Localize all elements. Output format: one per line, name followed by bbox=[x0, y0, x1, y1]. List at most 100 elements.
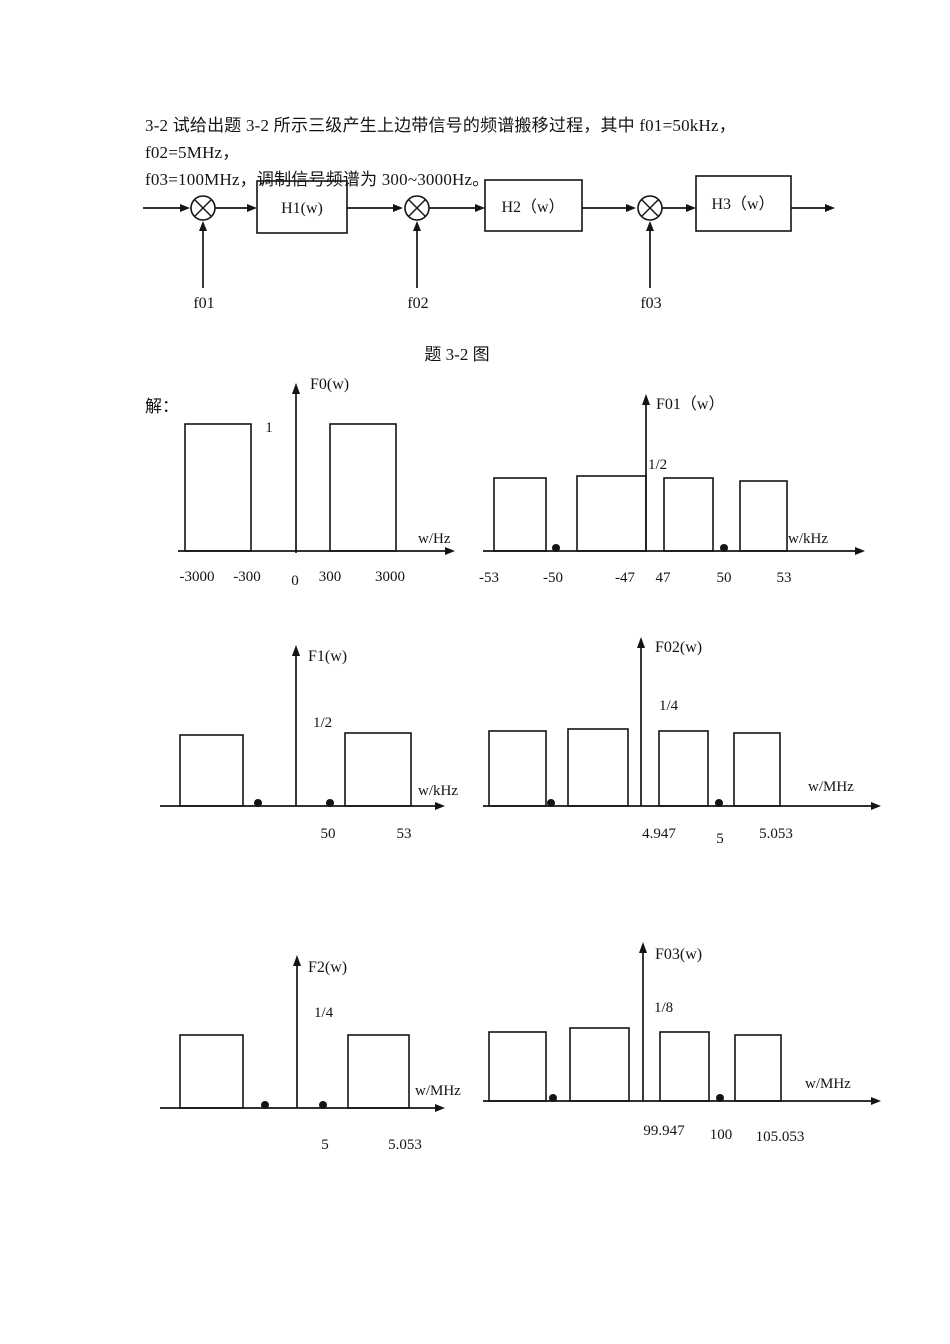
tick-label: 3000 bbox=[375, 569, 405, 585]
amplitude-label: 1/4 bbox=[659, 698, 679, 714]
spectrum-title: F03(w) bbox=[655, 946, 702, 963]
band bbox=[658, 730, 709, 807]
axis-unit-label: w/kHz bbox=[788, 531, 828, 547]
arrow-up-icon bbox=[639, 942, 647, 953]
carrier-f01-label: f01 bbox=[193, 295, 214, 312]
band bbox=[569, 1027, 630, 1102]
band bbox=[347, 1034, 410, 1109]
arrow-right-icon bbox=[475, 204, 485, 212]
spectrum-title: F0(w) bbox=[310, 376, 349, 393]
band bbox=[329, 423, 397, 552]
spectrum-f02: F02(w) 1/4 w/MHz 4.947 5 5.053 bbox=[483, 637, 881, 847]
arrow-up-icon bbox=[292, 383, 300, 394]
carrier-inputs: f01 f02 f03 bbox=[193, 221, 662, 312]
problem-line-1: 3-2 试给出题 3-2 所示三级产生上边带信号的频谱搬移过程，其中 f01=5… bbox=[145, 116, 736, 162]
axis-unit-label: w/MHz bbox=[415, 1083, 461, 1099]
tick-label: 5.053 bbox=[759, 826, 793, 842]
band bbox=[179, 734, 244, 807]
arrow-right-icon bbox=[247, 204, 257, 212]
spectrum-title: F01（w） bbox=[656, 395, 724, 413]
block-diagram: H1(w) H2（w） H3（w） bbox=[143, 175, 835, 312]
arrow-right-icon bbox=[445, 547, 455, 555]
tick-label: -53 bbox=[479, 570, 499, 586]
spectrum-bands bbox=[184, 423, 397, 552]
carrier-dots bbox=[547, 799, 723, 807]
arrow-right-icon bbox=[626, 204, 636, 212]
band bbox=[488, 1031, 547, 1102]
carrier-dots bbox=[261, 1101, 327, 1109]
problem-line-2: f03=100MHz，调制信号频谱为 300~3000Hz。 bbox=[145, 170, 490, 189]
filter-h2-box bbox=[484, 179, 583, 232]
carrier-dots bbox=[254, 799, 334, 807]
solution-label: 解： bbox=[145, 397, 179, 416]
spectrum-f03: F03(w) 1/8 w/MHz 99.947 100 105.053 bbox=[483, 942, 881, 1145]
filter-h3-box bbox=[695, 175, 792, 232]
tick-label: -50 bbox=[543, 570, 563, 586]
spectrum-bands bbox=[488, 728, 781, 807]
carrier-f03-label: f03 bbox=[640, 295, 661, 312]
axis-unit-label: w/MHz bbox=[808, 779, 854, 795]
spectrum-f1: F1(w) 1/2 w/kHz 50 53 bbox=[160, 645, 458, 842]
carrier-dot bbox=[547, 799, 555, 807]
tick-labels: 5 5.053 bbox=[321, 1137, 422, 1153]
tick-label: 4.947 bbox=[642, 826, 676, 842]
carrier-dot bbox=[326, 799, 334, 807]
arrow-right-icon bbox=[686, 204, 696, 212]
filter-h1-label: H1(w) bbox=[281, 200, 323, 217]
amplitude-label: 1/8 bbox=[654, 1000, 673, 1016]
spectrum-f0: F0(w) 1 w/Hz -3000 -300 0 300 3000 bbox=[178, 376, 455, 589]
tick-label: 100 bbox=[710, 1127, 733, 1143]
band bbox=[184, 423, 252, 552]
tick-label: 5 bbox=[716, 831, 724, 847]
axis-unit-label: w/MHz bbox=[805, 1076, 851, 1092]
carrier-dot bbox=[261, 1101, 269, 1109]
tick-label: 5 bbox=[321, 1137, 329, 1153]
filter-h3-label: H3（w） bbox=[711, 195, 774, 213]
tick-label: 53 bbox=[777, 570, 792, 586]
band bbox=[344, 732, 412, 807]
arrow-right-icon bbox=[871, 802, 881, 810]
spectrum-f2: F2(w) 1/4 w/MHz 5 5.053 bbox=[160, 955, 461, 1153]
carrier-dots bbox=[549, 1094, 724, 1102]
carrier-dot bbox=[549, 1094, 557, 1102]
carrier-dot bbox=[720, 544, 728, 552]
band bbox=[734, 1034, 782, 1102]
carrier-dot bbox=[552, 544, 560, 552]
axis-unit-label: w/kHz bbox=[418, 783, 458, 799]
tick-label: 50 bbox=[717, 570, 732, 586]
arrow-up-icon bbox=[292, 645, 300, 656]
tick-label: 105.053 bbox=[756, 1129, 805, 1145]
tick-labels: 50 53 bbox=[321, 826, 412, 842]
filter-h1-box bbox=[256, 180, 348, 234]
tick-label: 300 bbox=[319, 569, 342, 585]
tick-label: 0 bbox=[291, 573, 299, 589]
spectrum-bands bbox=[179, 732, 412, 807]
axes bbox=[160, 955, 445, 1112]
tick-label: -3000 bbox=[180, 569, 215, 585]
carrier-f02-label: f02 bbox=[407, 295, 428, 312]
arrow-right-icon bbox=[825, 204, 835, 212]
band bbox=[663, 477, 714, 552]
carrier-dot bbox=[319, 1101, 327, 1109]
carrier-dots bbox=[552, 544, 728, 552]
arrow-right-icon bbox=[871, 1097, 881, 1105]
tick-label: 50 bbox=[321, 826, 336, 842]
arrow-right-icon bbox=[393, 204, 403, 212]
tick-label: -47 bbox=[615, 570, 635, 586]
amplitude-label: 1 bbox=[265, 420, 273, 436]
arrow-right-icon bbox=[435, 802, 445, 810]
carrier-dot bbox=[715, 799, 723, 807]
tick-labels: 4.947 5 5.053 bbox=[642, 826, 793, 847]
spectrum-title: F2(w) bbox=[308, 959, 347, 976]
band bbox=[659, 1031, 710, 1102]
tick-label: 47 bbox=[656, 570, 672, 586]
arrow-right-icon bbox=[435, 1104, 445, 1112]
amplitude-label: 1/2 bbox=[313, 715, 332, 731]
arrow-up-icon bbox=[642, 394, 650, 405]
spectrum-bands bbox=[493, 475, 788, 552]
figure-caption: 题 3-2 图 bbox=[424, 345, 490, 364]
problem-statement: 3-2 试给出题 3-2 所示三级产生上边带信号的频谱搬移过程，其中 f01=5… bbox=[145, 112, 825, 193]
spectrum-bands bbox=[179, 1034, 410, 1109]
arrow-up-icon bbox=[637, 637, 645, 648]
